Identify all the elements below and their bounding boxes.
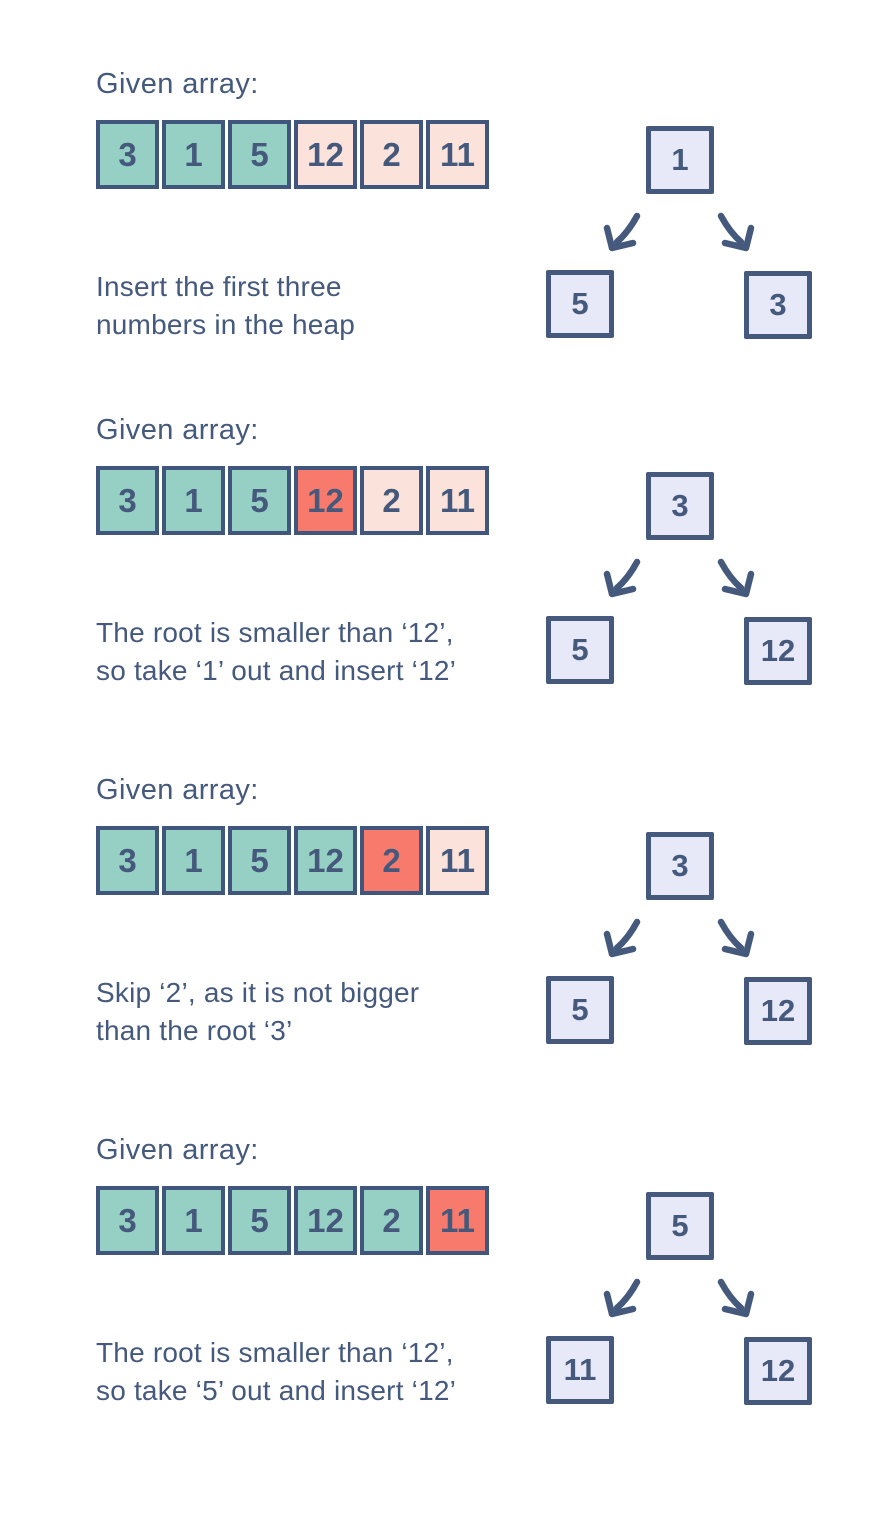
array-cell: 3 (96, 466, 159, 535)
heap-step-section: Given array: 3 1 5 12 2 11 Skip ‘2’, as … (0, 774, 873, 1120)
tree-right-child-node: 12 (744, 1337, 812, 1405)
tree-root-node: 1 (646, 126, 714, 194)
arrow-down-left-icon (603, 918, 641, 958)
array-cell: 5 (228, 466, 291, 535)
array-cell: 3 (96, 1186, 159, 1255)
array-cell: 11 (426, 120, 489, 189)
given-array-label: Given array: (96, 774, 259, 806)
caption-line: The root is smaller than ‘12’, (96, 1337, 454, 1368)
tree-root-node: 3 (646, 472, 714, 540)
array-cell: 2 (360, 466, 423, 535)
array-cell: 5 (228, 1186, 291, 1255)
step-caption: Skip ‘2’, as it is not bigger than the r… (96, 974, 419, 1050)
array-cell: 1 (162, 826, 225, 895)
caption-line: numbers in the heap (96, 309, 356, 340)
arrow-down-right-icon (717, 212, 755, 252)
tree-left-child-node: 11 (546, 1336, 614, 1404)
array-cell: 12 (294, 826, 357, 895)
tree-right-child-node: 12 (744, 977, 812, 1045)
tree-left-child-node: 5 (546, 270, 614, 338)
array-cell: 2 (360, 826, 423, 895)
tree-left-child-node: 5 (546, 616, 614, 684)
arrow-down-left-icon (603, 212, 641, 252)
tree-root-node: 5 (646, 1192, 714, 1260)
array-cell: 12 (294, 1186, 357, 1255)
array-cell: 1 (162, 466, 225, 535)
heap-step-section: Given array: 3 1 5 12 2 11 The root is s… (0, 414, 873, 760)
number-array: 3 1 5 12 2 11 (96, 826, 489, 895)
heap-step-section: Given array: 3 1 5 12 2 11 Insert the fi… (0, 68, 873, 414)
array-cell: 11 (426, 826, 489, 895)
caption-line: The root is smaller than ‘12’, (96, 617, 454, 648)
array-cell: 11 (426, 1186, 489, 1255)
caption-line: Insert the first three (96, 271, 342, 302)
caption-line: Skip ‘2’, as it is not bigger (96, 977, 420, 1008)
number-array: 3 1 5 12 2 11 (96, 466, 489, 535)
number-array: 3 1 5 12 2 11 (96, 1186, 489, 1255)
array-cell: 3 (96, 826, 159, 895)
array-cell: 11 (426, 466, 489, 535)
tree-root-node: 3 (646, 832, 714, 900)
array-cell: 5 (228, 120, 291, 189)
arrow-down-left-icon (603, 558, 641, 598)
caption-line: so take ‘5’ out and insert ‘12’ (96, 1375, 457, 1406)
given-array-label: Given array: (96, 68, 259, 100)
array-cell: 2 (360, 120, 423, 189)
array-cell: 5 (228, 826, 291, 895)
array-cell: 1 (162, 1186, 225, 1255)
caption-line: so take ‘1’ out and insert ‘12’ (96, 655, 457, 686)
array-cell: 2 (360, 1186, 423, 1255)
heap-step-section: Given array: 3 1 5 12 2 11 The root is s… (0, 1134, 873, 1480)
step-caption: The root is smaller than ‘12’, so take ‘… (96, 1334, 456, 1410)
array-cell: 1 (162, 120, 225, 189)
arrow-down-right-icon (717, 918, 755, 958)
arrow-down-right-icon (717, 558, 755, 598)
arrow-down-right-icon (717, 1278, 755, 1318)
given-array-label: Given array: (96, 1134, 259, 1166)
tree-right-child-node: 3 (744, 271, 812, 339)
arrow-down-left-icon (603, 1278, 641, 1318)
caption-line: than the root ‘3’ (96, 1015, 293, 1046)
step-caption: The root is smaller than ‘12’, so take ‘… (96, 614, 456, 690)
array-cell: 12 (294, 120, 357, 189)
number-array: 3 1 5 12 2 11 (96, 120, 489, 189)
array-cell: 3 (96, 120, 159, 189)
step-caption: Insert the first three numbers in the he… (96, 268, 355, 344)
tree-right-child-node: 12 (744, 617, 812, 685)
array-cell: 12 (294, 466, 357, 535)
given-array-label: Given array: (96, 414, 259, 446)
tree-left-child-node: 5 (546, 976, 614, 1044)
